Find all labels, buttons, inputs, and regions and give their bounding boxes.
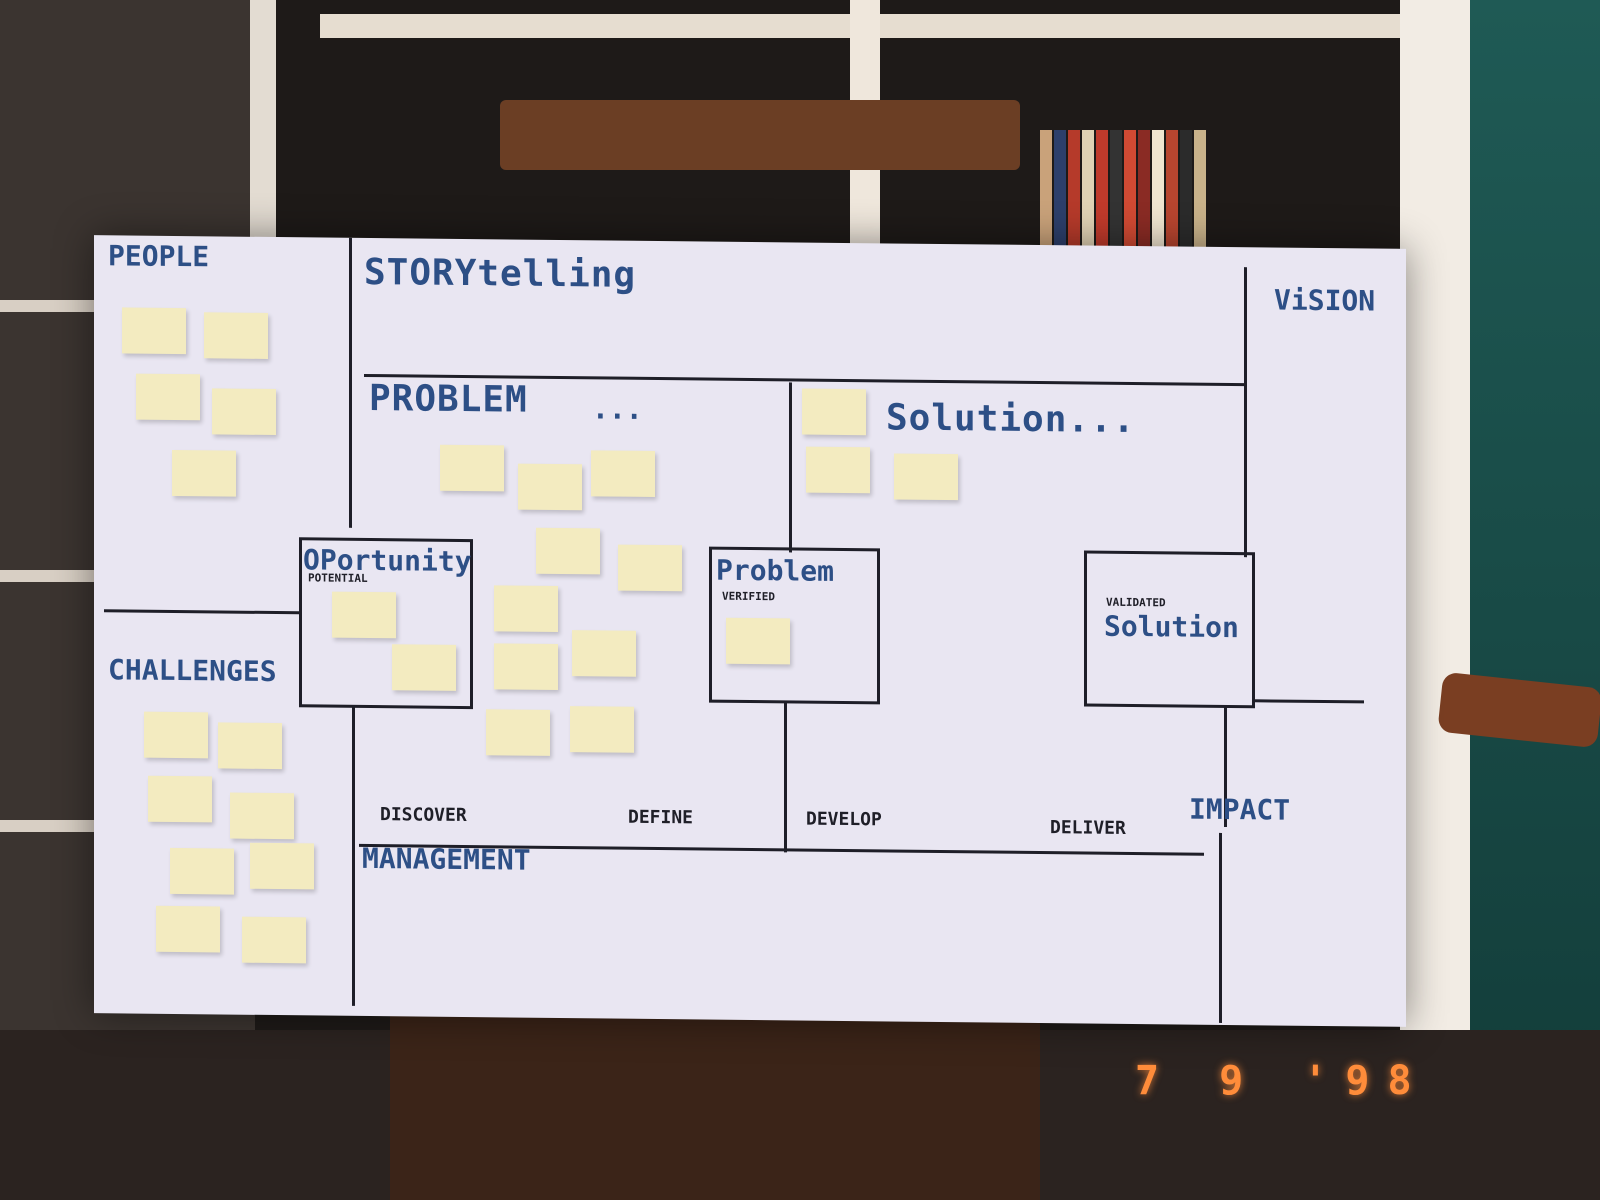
define-label: DEFINE	[628, 806, 694, 829]
storytelling-heading: STORYtelling	[364, 251, 637, 296]
sticky-note	[518, 463, 582, 511]
divider	[1219, 832, 1222, 1023]
sticky-note	[726, 617, 790, 665]
validated-solution-heading: Solution	[1104, 609, 1239, 645]
divider	[784, 702, 787, 853]
solution-heading: Solution...	[886, 397, 1136, 442]
green-wall	[1470, 0, 1600, 1200]
shelf-post	[1400, 0, 1475, 1120]
develop-label: DEVELOP	[806, 808, 882, 831]
books-row	[1040, 130, 1206, 260]
divider	[104, 609, 299, 615]
deliver-label: DELIVER	[1050, 817, 1126, 839]
sticky-note	[392, 644, 456, 691]
whiteboard: PEOPLE STORYtelling ViSION PROBLEM ... S…	[94, 235, 1406, 1027]
shelf-board	[0, 570, 100, 582]
vision-heading: ViSION	[1274, 283, 1376, 318]
divider	[1254, 699, 1364, 704]
sticky-note	[250, 842, 314, 890]
discover-label: DISCOVER	[380, 804, 467, 827]
sticky-note	[136, 373, 200, 421]
problem-verified-heading: Problem	[716, 553, 835, 588]
sticky-note	[802, 388, 866, 436]
sticky-note	[170, 847, 234, 895]
people-heading: PEOPLE	[108, 239, 210, 274]
sticky-note	[148, 775, 212, 823]
date-stamp: 7 9 '98	[1135, 1058, 1430, 1104]
problem-verified-subheading: VERIFIED	[722, 589, 775, 604]
divider	[352, 705, 355, 1006]
sticky-note	[536, 527, 600, 575]
sticky-note	[494, 585, 558, 632]
sticky-note	[156, 905, 220, 953]
shelf-post	[250, 0, 276, 250]
sticky-note	[618, 544, 682, 592]
sticky-note	[218, 722, 282, 770]
wooden-easel	[390, 1010, 1040, 1200]
sticky-note	[144, 711, 208, 759]
divider	[789, 382, 792, 553]
problem-ellipsis: ...	[592, 392, 643, 426]
management-heading: MANAGEMENT	[362, 841, 531, 877]
sticky-note	[440, 444, 504, 492]
chair-back	[500, 100, 1020, 170]
divider	[349, 237, 352, 528]
shelf-board	[0, 820, 100, 832]
sticky-note	[591, 450, 655, 498]
impact-heading: IMPACT	[1189, 792, 1291, 827]
sticky-note	[172, 449, 236, 497]
sticky-note	[806, 446, 870, 494]
divider	[1244, 267, 1247, 558]
sticky-note	[122, 307, 186, 355]
problem-heading: PROBLEM	[369, 378, 528, 421]
sticky-note	[494, 643, 558, 690]
opportunity-subheading: POTENTIAL	[308, 571, 368, 585]
sticky-note	[570, 706, 634, 753]
sticky-note	[894, 453, 958, 501]
sticky-note	[212, 388, 276, 436]
sticky-note	[242, 916, 306, 964]
sticky-note	[486, 709, 550, 756]
shelf-board	[0, 300, 100, 312]
sticky-note	[230, 792, 294, 840]
validated-label: VALIDATED	[1106, 595, 1166, 610]
sticky-note	[204, 312, 268, 359]
challenges-heading: CHALLENGES	[108, 653, 277, 689]
sticky-note	[332, 591, 396, 639]
sticky-note	[572, 630, 636, 677]
